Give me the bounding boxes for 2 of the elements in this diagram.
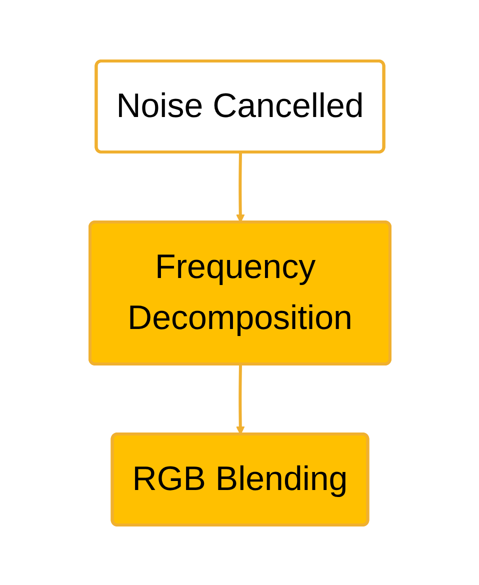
arrow xyxy=(236,364,244,434)
arrow xyxy=(236,152,244,222)
